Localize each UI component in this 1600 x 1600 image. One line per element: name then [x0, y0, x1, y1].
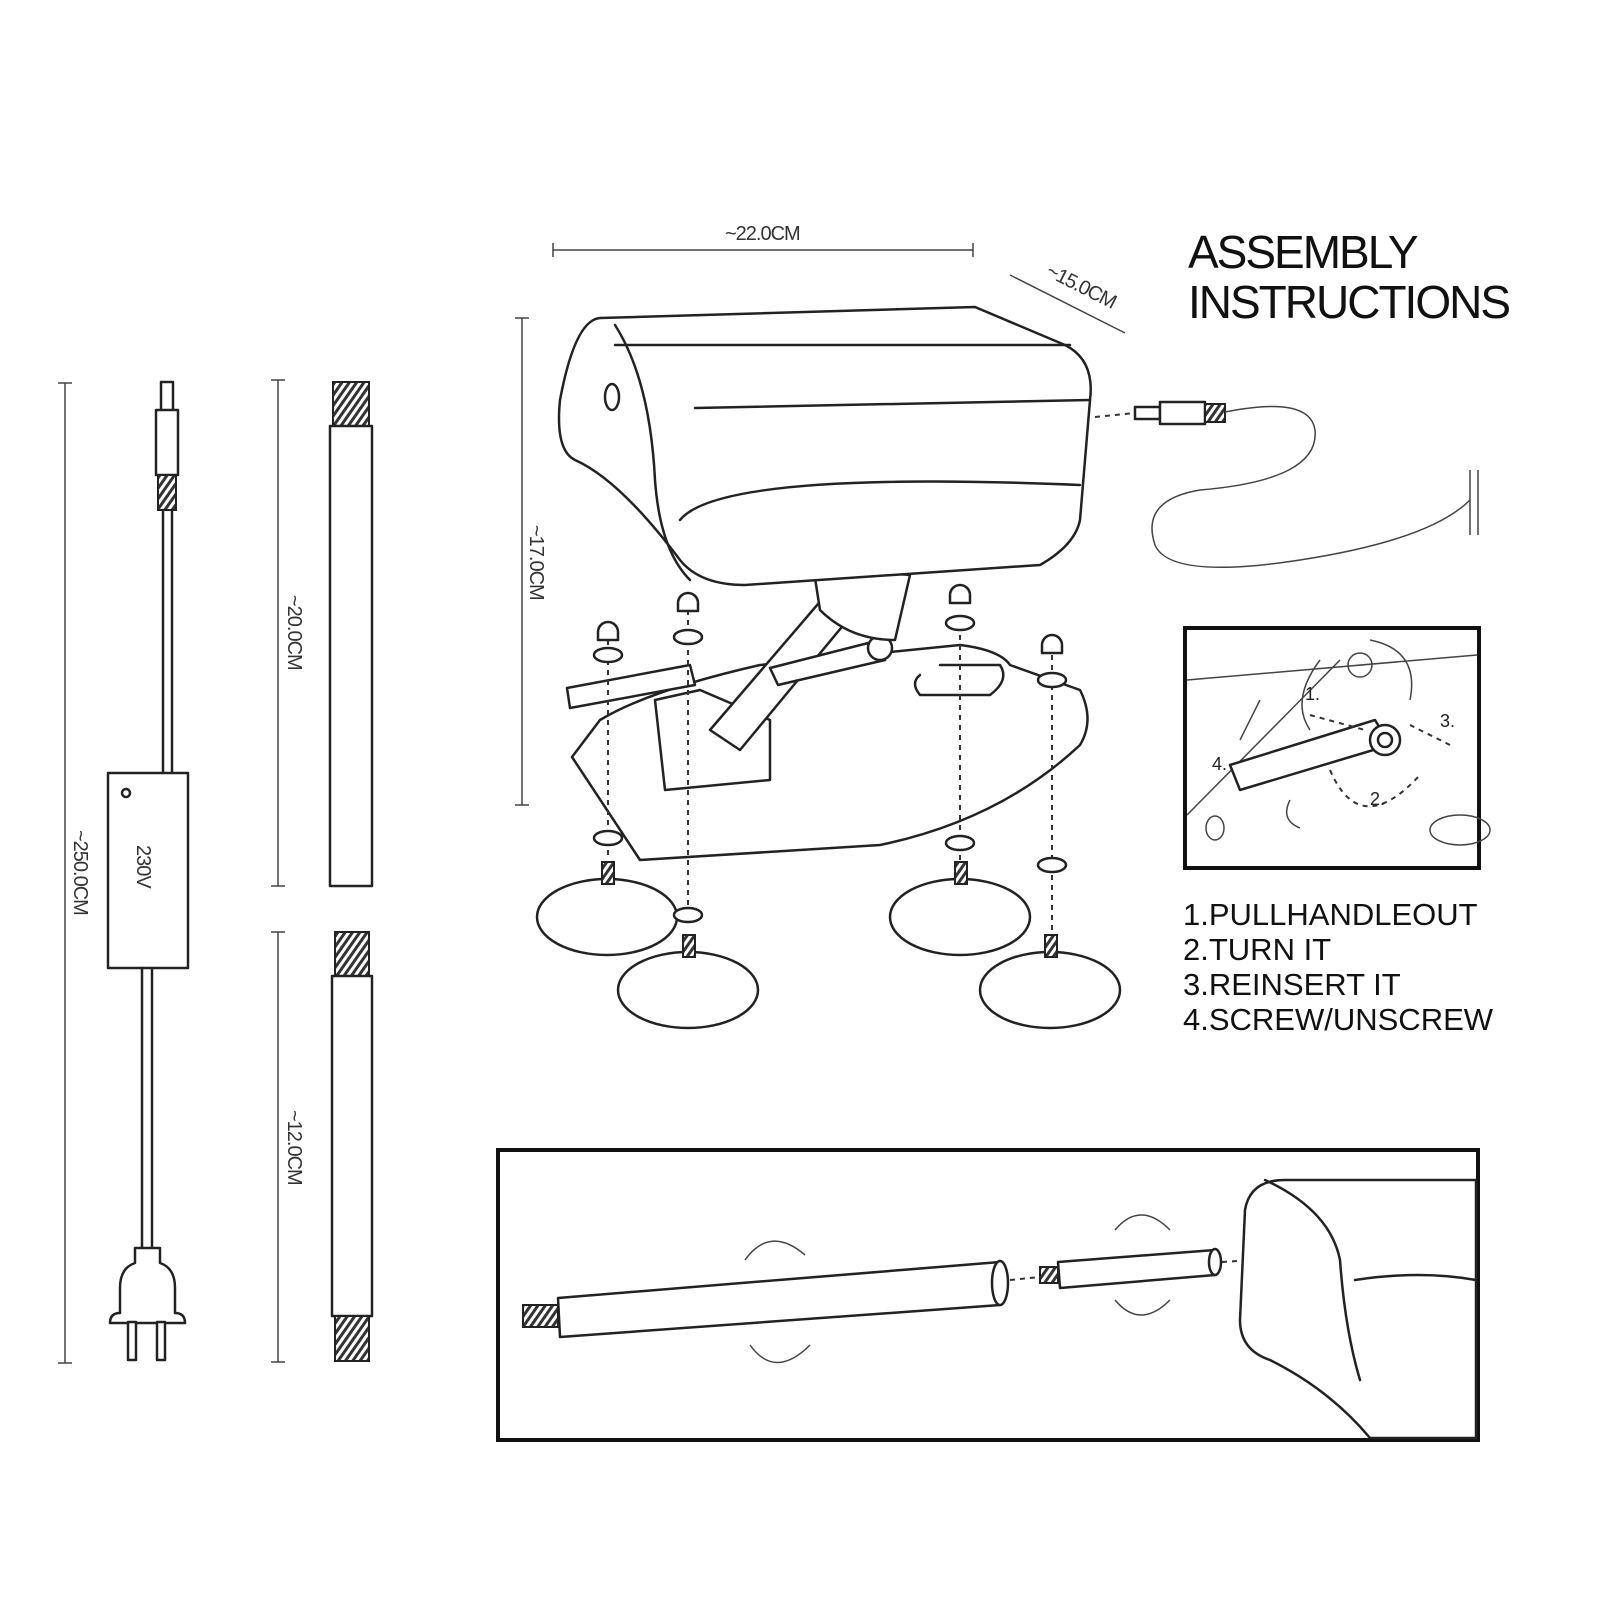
rod-assembly-box: [496, 1148, 1480, 1442]
height-dimension-label: ~17.0CM: [525, 525, 547, 600]
power-adapter: [106, 771, 190, 970]
callout-4: 4.: [1212, 754, 1227, 774]
step-3: 3.REINSERT IT: [1183, 967, 1401, 1002]
step-4: 4.SCREW/UNSCREW: [1183, 1002, 1494, 1037]
callout-1: 1.: [1305, 684, 1320, 704]
power-cable-drawing: ~250.0CM 230V: [58, 380, 190, 1364]
step-2: 2.TURN IT: [1183, 932, 1331, 967]
handle-detail-box: 1. 2. 3. 4.: [1183, 626, 1491, 870]
assembly-title: ASSEMBLY INSTRUCTIONS: [1188, 226, 1511, 328]
width-dimension-label: ~22.0CM: [725, 223, 800, 245]
title-line-2: INSTRUCTIONS: [1188, 276, 1509, 328]
machine-exploded-view: ~22.0CM ~15.0CM ~17.0CM: [515, 223, 1479, 1030]
adapter-voltage-label: 230V: [132, 845, 154, 889]
rods-drawing: ~20.0CM ~12.0CM: [271, 379, 374, 1363]
cable-length-label: ~250.0CM: [69, 830, 91, 915]
motor-housing: [557, 305, 1092, 587]
callout-3: 3.: [1440, 711, 1455, 731]
step-1: 1.PULLHANDLEOUT: [1183, 897, 1478, 932]
callout-2: 2.: [1370, 789, 1385, 809]
depth-dimension-label: ~15.0CM: [1043, 260, 1120, 314]
rod-long-length-label: ~20.0CM: [283, 595, 305, 670]
title-line-1: ASSEMBLY: [1188, 226, 1418, 278]
rod-short-length-label: ~12.0CM: [283, 1110, 305, 1185]
power-plug: [108, 1246, 187, 1325]
instruction-steps: 1.PULLHANDLEOUT 2.TURN IT 3.REINSERT IT …: [1183, 897, 1494, 1037]
